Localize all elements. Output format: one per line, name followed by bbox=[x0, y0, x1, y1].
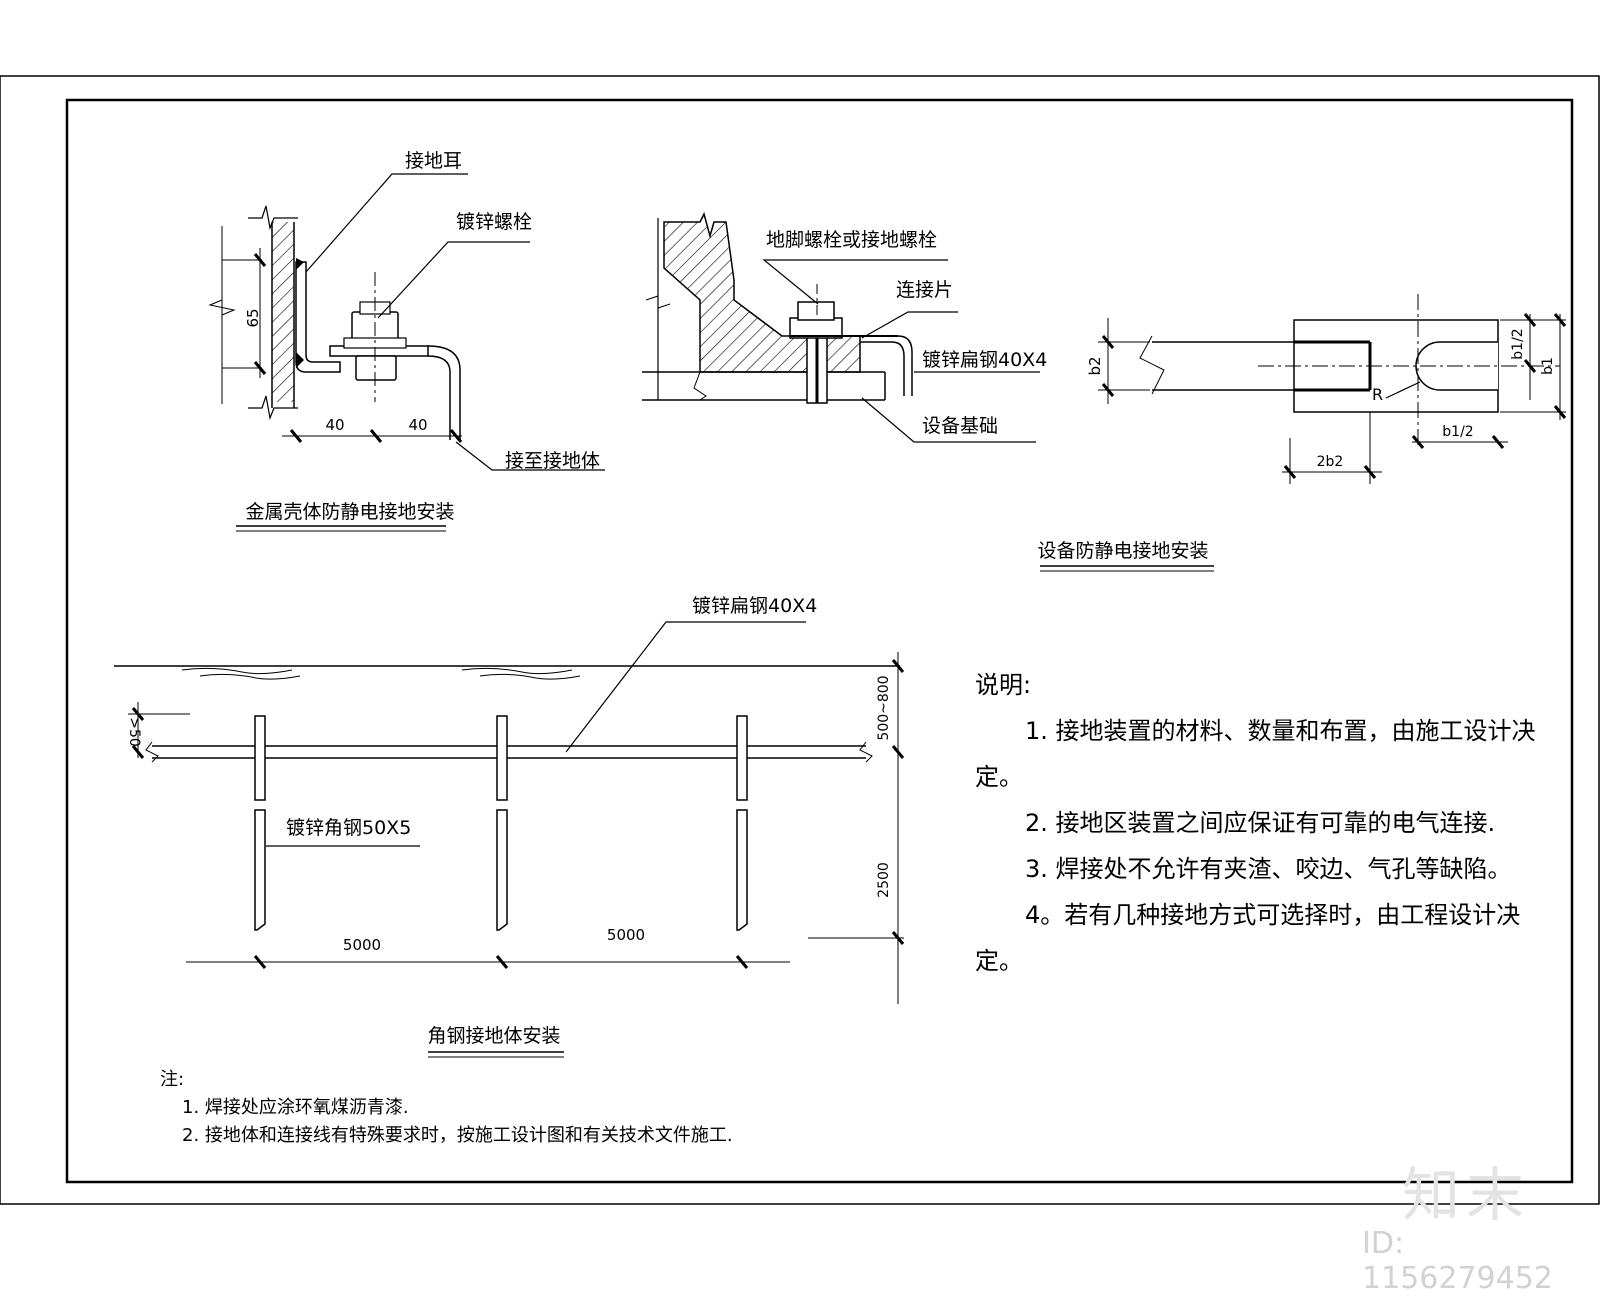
drawing-frame bbox=[65, 98, 1574, 1184]
detail-equipment-section: 地脚螺栓或接地螺栓 连接片 镀锌扁钢40X4 设备基础 bbox=[642, 211, 1047, 443]
label-angle-steel: 镀锌角钢50X5 bbox=[286, 817, 411, 839]
note-item-4: 4。若有几种接地方式可选择时，由工程设计决定。 bbox=[975, 901, 1521, 975]
dim-depth: 500~800 bbox=[876, 675, 892, 740]
detail-metal-case: 65 40 40 接地耳 镀锌螺栓 接至接地体 金属壳体防静电接地安装 bbox=[208, 150, 605, 532]
wall-hatch bbox=[272, 222, 294, 402]
detail-angle-steel: >50 500~800 2500 5000 5000 镀锌扁钢40X4 镀锌角钢… bbox=[114, 595, 905, 1058]
dim-2b2: 2b2 bbox=[1317, 454, 1344, 470]
footnote-item-1: 1. 焊接处应涂环氧煤沥青漆. bbox=[182, 1097, 409, 1118]
label-flat-steel-eq: 镀锌扁钢40X4 bbox=[922, 349, 1047, 371]
dim-b1-half-v: b1/2 bbox=[1510, 328, 1526, 359]
dim-top: >50 bbox=[126, 717, 142, 747]
footnote-heading: 注: bbox=[160, 1069, 185, 1090]
dim-right: 40 bbox=[408, 416, 427, 434]
label-ear: 接地耳 bbox=[405, 150, 462, 172]
label-foundation: 设备基础 bbox=[922, 415, 998, 437]
label-connector: 连接片 bbox=[896, 279, 953, 301]
dim-spacing-2: 5000 bbox=[607, 926, 645, 944]
label-bolt: 镀锌螺栓 bbox=[456, 211, 532, 233]
notes-heading: 说明: bbox=[975, 671, 1032, 699]
image-id: ID: 1156279452 bbox=[1362, 1226, 1553, 1296]
brand-watermark: 知末 bbox=[1402, 1161, 1531, 1229]
footnote-block: 注: 1. 焊接处应涂环氧煤沥青漆. 2. 接地体和连接线有特殊要求时，按施工设… bbox=[160, 1066, 733, 1150]
dim-b1-half-h: b1/2 bbox=[1442, 424, 1473, 440]
outer-border bbox=[0, 75, 1600, 1205]
foundation-hatch bbox=[663, 211, 861, 373]
dim-length: 2500 bbox=[876, 862, 892, 898]
note-item-3: 3. 焊接处不允许有夹渣、咬边、气孔等缺陷。 bbox=[1025, 855, 1512, 883]
dim-height: 65 bbox=[244, 308, 262, 327]
label-flat-steel-angle: 镀锌扁钢40X4 bbox=[692, 595, 817, 617]
label-to-ground: 接至接地体 bbox=[505, 450, 600, 472]
notes-block: 说明: 1. 接地装置的材料、数量和布置，由施工设计决定。 2. 接地区装置之间… bbox=[975, 662, 1555, 984]
dim-b2: b2 bbox=[1086, 356, 1104, 375]
note-item-1: 1. 接地装置的材料、数量和布置，由施工设计决定。 bbox=[975, 717, 1536, 791]
dim-left: 40 bbox=[325, 416, 344, 434]
label-anchor-bolt: 地脚螺栓或接地螺栓 bbox=[766, 229, 937, 251]
note-item-2: 2. 接地区装置之间应保证有可靠的电气连接. bbox=[1025, 809, 1496, 837]
dim-spacing-1: 5000 bbox=[343, 936, 381, 954]
dim-b1: b1 bbox=[1540, 357, 1556, 375]
footnote-item-2: 2. 接地体和连接线有特殊要求时，按施工设计图和有关技术文件施工. bbox=[182, 1125, 733, 1146]
title-angle-steel: 角钢接地体安装 bbox=[427, 1025, 560, 1047]
title-metal-case: 金属壳体防静电接地安装 bbox=[245, 501, 454, 523]
detail-equipment-plan: R b2 b1/2 b1 b1/2 2b2 设备防静电接地安装 bbox=[1037, 294, 1567, 572]
title-equipment: 设备防静电接地安装 bbox=[1037, 540, 1208, 562]
label-R: R bbox=[1372, 385, 1383, 404]
